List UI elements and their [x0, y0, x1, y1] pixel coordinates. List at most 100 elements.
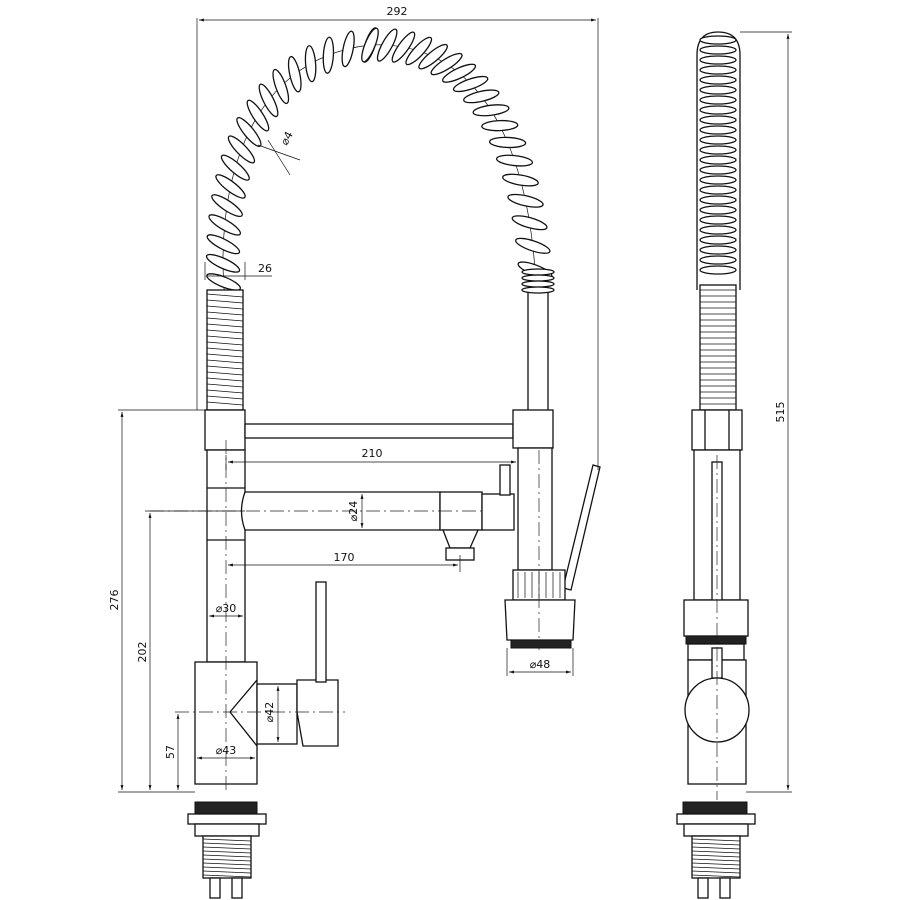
spring-coil: [215, 174, 246, 199]
thread-line: [691, 842, 741, 846]
ribbed-hose-body: [206, 289, 244, 411]
spring-coil: [206, 234, 241, 255]
spring-coil: [472, 104, 510, 117]
side-coil: [699, 245, 737, 255]
dim-hose-diameter: ⌀4: [278, 129, 296, 147]
side-ribbed-body: [699, 284, 737, 411]
side-coil: [699, 125, 737, 135]
side-coil: [699, 235, 737, 245]
thread-line: [691, 866, 741, 870]
thread-line: [202, 862, 252, 866]
hose-rib: [206, 365, 244, 370]
top-bracket-bar: [244, 423, 514, 439]
side-top-bracket: [691, 409, 743, 451]
spring-coil: [376, 28, 398, 62]
spring-coil: [502, 173, 539, 187]
side-coil: [699, 65, 737, 75]
dim-body-diameter: ⌀43: [216, 744, 237, 757]
spring-coil: [211, 194, 243, 218]
spring-coil: [341, 30, 355, 68]
side-supply-pipe: [719, 877, 731, 899]
spring-coil: [208, 214, 242, 236]
front-view: [150, 27, 601, 899]
spring-coil: [481, 119, 519, 132]
hose-rib: [206, 335, 244, 340]
spring-coil: [258, 83, 279, 118]
side-coil: [699, 145, 737, 155]
dim-side-spout-reach: 170: [334, 551, 355, 564]
spray-face: [510, 639, 572, 649]
thread-line: [202, 850, 252, 854]
hose-rib: [206, 323, 244, 328]
thread-line: [202, 838, 252, 842]
dim-handle-diameter: ⌀42: [263, 702, 276, 723]
right-hose: [527, 291, 549, 410]
hose-rib: [206, 377, 244, 382]
side-coil: [699, 155, 737, 165]
side-coil: [699, 135, 737, 145]
hose-rib: [206, 317, 244, 322]
hose-rib: [206, 329, 244, 334]
spring-coil: [442, 63, 477, 83]
side-coil: [699, 85, 737, 95]
side-coil: [699, 215, 737, 225]
spring-coil: [361, 27, 379, 63]
base-washer: [187, 813, 267, 825]
thread-line: [202, 846, 252, 850]
supply-pipe: [231, 877, 243, 899]
handle-cap: [296, 679, 339, 747]
side-spout-valve-stem: [499, 464, 511, 496]
spring-coil: [391, 31, 416, 63]
dim-top-bracket-height: 276: [108, 590, 121, 611]
base-flange: [194, 801, 258, 815]
side-coil: [699, 265, 737, 275]
hose-rib: [206, 299, 244, 304]
spring-coil: [452, 75, 489, 93]
spring-coil: [463, 89, 500, 104]
side-collar-base: [685, 635, 747, 645]
hose-ring: [521, 286, 555, 294]
base-washer-2: [194, 823, 260, 837]
dim-side-spout-diameter: ⌀24: [347, 501, 360, 522]
side-coil: [699, 205, 737, 215]
side-coil: [699, 165, 737, 175]
thread-line: [691, 838, 741, 842]
side-hose-top: [696, 31, 741, 290]
spring-coil: [304, 45, 317, 83]
side-ribbed-hose: [699, 284, 737, 411]
hose-rib: [206, 401, 244, 406]
hose-ring: [521, 274, 555, 282]
spray-lever: [562, 464, 601, 591]
thread-line: [202, 866, 252, 870]
thread-line: [202, 870, 252, 874]
thread-line: [202, 858, 252, 862]
hose-rib: [206, 341, 244, 346]
side-spout-tube: [240, 491, 441, 531]
thread-line: [691, 850, 741, 854]
dim-column-diameter: ⌀30: [216, 602, 237, 615]
hose-rib: [206, 353, 244, 358]
threaded-shank: [202, 835, 252, 879]
handle-lever: [315, 581, 327, 683]
spring-coil: [430, 52, 463, 76]
side-coil: [699, 115, 737, 125]
side-base-washer: [676, 813, 756, 825]
spray-holder: [512, 409, 554, 449]
thread-line: [691, 862, 741, 866]
spring-coils: [205, 27, 553, 309]
hose-rib: [206, 359, 244, 364]
thread-line: [202, 874, 252, 878]
side-coil: [699, 255, 737, 265]
spray-holder-column: [517, 447, 553, 571]
thread-line: [691, 874, 741, 878]
thread-line: [691, 854, 741, 858]
side-base-flange: [682, 801, 748, 815]
side-coil: [699, 195, 737, 205]
spring-coil: [272, 68, 290, 105]
dim-coil-width: 26: [258, 262, 272, 275]
side-coil: [699, 55, 737, 65]
spring-coil: [220, 154, 250, 181]
dim-overall-height: 515: [774, 402, 787, 423]
dim-line-hose-dia: [257, 144, 301, 161]
spring-coil: [322, 36, 335, 74]
